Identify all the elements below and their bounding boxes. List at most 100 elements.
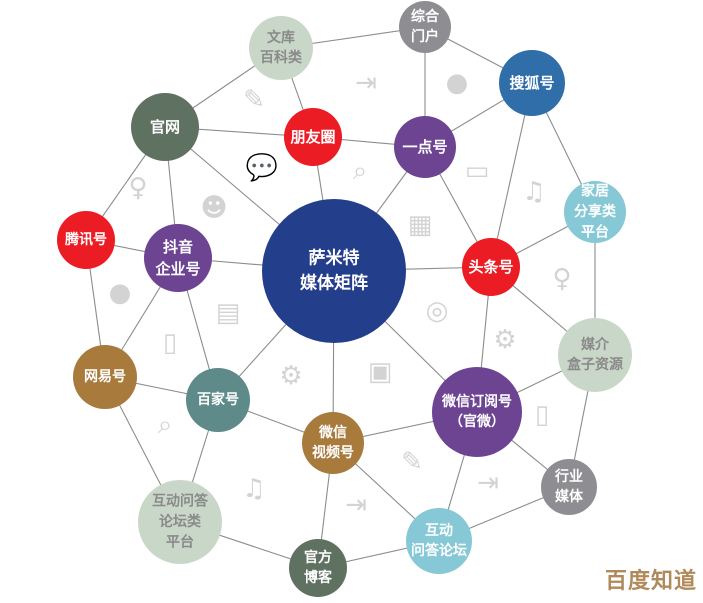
user-icon: ●	[446, 68, 469, 98]
nodes: 萨米特媒体矩阵综合门户文库百科类搜狐号官网朋友圈一点号家居分享类平台腾讯号抖音企…	[57, 1, 632, 597]
touch-phone-icon: ▯	[163, 328, 177, 358]
node-label: 家居	[581, 183, 609, 200]
chat-bubbles-icon: 💬	[246, 152, 278, 183]
node-circle	[73, 345, 137, 409]
search-icon: ⌕	[353, 156, 368, 186]
gear-icon: ⚙	[279, 361, 302, 391]
node-circle	[564, 181, 626, 243]
node-label: 官方	[304, 549, 332, 566]
node-label: 问答论坛	[411, 542, 467, 559]
node-circle	[144, 224, 212, 292]
document-icon: ▤	[216, 298, 241, 328]
node-label: 抖音	[163, 238, 193, 256]
node-dingyue: 微信订阅号 （官微）	[432, 367, 522, 457]
computer-icon: ▯	[535, 400, 549, 430]
node-label: 百科类	[260, 49, 303, 66]
node-label: 分享类	[574, 203, 617, 220]
node-label: 平台	[166, 533, 194, 550]
node-circle	[394, 116, 456, 178]
node-circle	[499, 50, 565, 116]
node-circle	[289, 539, 347, 597]
node-label: 百家号	[197, 391, 239, 408]
node-circle	[406, 508, 472, 574]
node-circle	[131, 93, 199, 161]
node-label: 官网	[150, 118, 180, 136]
node-label: 互动	[425, 522, 453, 539]
node-wangyi: 网易号	[73, 345, 137, 409]
node-circle	[262, 199, 406, 343]
node-circle	[462, 238, 520, 296]
node-label: 微信订阅号	[441, 393, 512, 410]
node-label: 网易号	[84, 369, 126, 385]
node-label: 文库	[267, 29, 295, 46]
node-circle	[541, 459, 597, 515]
baidu-zhidao-watermark: 百度知道	[604, 569, 697, 594]
gears-icon: ⚙	[493, 325, 516, 355]
node-label: （官微）	[449, 413, 505, 430]
user-icon: ✎	[401, 447, 423, 477]
node-toutiao: 头条号	[462, 238, 520, 296]
node-label: 微信	[318, 424, 347, 441]
computer-icon: ▭	[465, 156, 490, 186]
lightbulb-icon: ●	[109, 278, 132, 308]
chat-bubbles-icon: ⇥	[345, 490, 367, 520]
node-circle	[558, 318, 632, 392]
node-label: 朋友圈	[290, 128, 335, 146]
node-label: 视频号	[312, 444, 354, 461]
node-circle	[432, 367, 522, 457]
node-circle	[138, 480, 222, 564]
node-tengxun: 腾讯号	[57, 211, 115, 269]
comment-user-icon: ☻	[200, 193, 227, 223]
monitor-icon: ▣	[368, 357, 393, 387]
node-yidian: 一点号	[394, 116, 456, 178]
calendar-icon: ▦	[408, 210, 433, 240]
file-import-icon: ♫	[242, 474, 265, 504]
document-edit-icon: ✎	[243, 85, 265, 115]
node-baijia: 百家号	[186, 368, 250, 432]
node-label: 搜狐号	[509, 74, 554, 92]
node-label: 媒体	[554, 488, 584, 505]
node-label: 媒介	[580, 336, 610, 353]
node-label: 门户	[411, 28, 439, 45]
node-label: 头条号	[468, 258, 513, 276]
node-circle	[399, 1, 451, 53]
node-sohu: 搜狐号	[499, 50, 565, 116]
node-label: 互动问答	[152, 493, 209, 510]
decorative-icons: ✎ ⇥ ● 💬 ⌕ ▭ ♀ ☻ ▦ ♫ ▤ ◎ ▯ ⚙ ⚙ ▣ ⌕ ♀ ♫ ✎ ⇥ ⇥ ▯ ●	[109, 68, 572, 520]
node-label: 博客	[304, 569, 333, 586]
node-label: 一点号	[402, 138, 447, 156]
node-circle	[57, 211, 115, 269]
node-label: 盒子资源	[566, 356, 623, 373]
coins-icon: ◎	[426, 296, 449, 326]
document-edit-icon: ♀	[552, 264, 571, 294]
node-label: 萨米特	[309, 248, 360, 269]
search-icon: ⇥	[477, 468, 499, 498]
node-circle	[302, 412, 364, 474]
file-import-icon: ⇥	[355, 68, 377, 98]
node-label: 综合	[411, 8, 440, 25]
node-label: 论坛类	[159, 513, 202, 530]
lightbulb-icon: ♀	[128, 173, 147, 203]
node-label: 企业号	[154, 260, 200, 278]
node-guanwang: 官网	[131, 93, 199, 161]
node-label: 行业	[554, 468, 583, 485]
node-label: 腾讯号	[65, 231, 107, 248]
node-label: 媒体矩阵	[300, 272, 368, 293]
node-label: 平台	[581, 223, 609, 240]
document-search-icon: ⌕	[158, 410, 173, 440]
node-pengyouquan: 朋友圈	[284, 108, 342, 166]
headphones-icon: ♫	[522, 177, 545, 207]
node-circle	[284, 108, 342, 166]
